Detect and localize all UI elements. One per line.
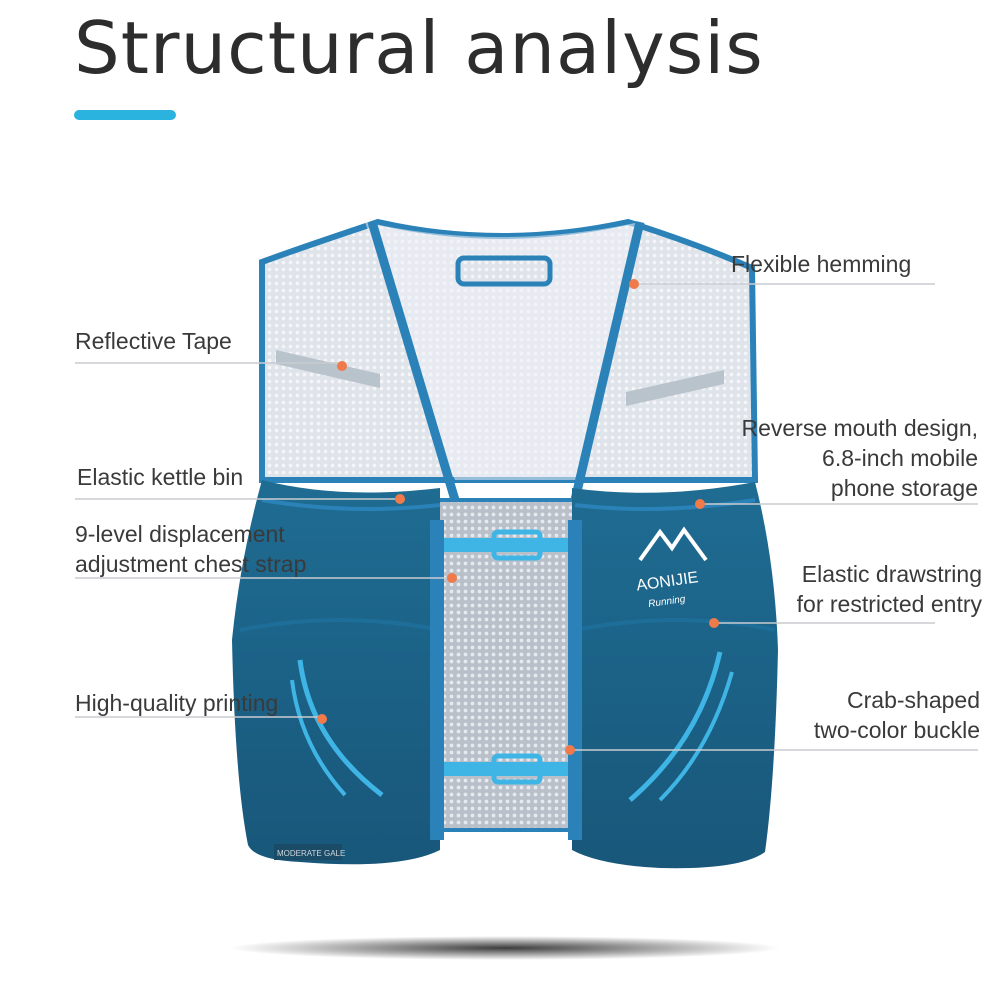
label-reverse-mouth-line1: Reverse mouth design,	[741, 415, 978, 441]
label-elastic-kettle: Elastic kettle bin	[77, 464, 244, 490]
marker-drawstring	[709, 618, 719, 628]
label-chest-strap: 9-level displacement adjustment chest st…	[75, 519, 306, 579]
label-flexible-hemming: Flexible hemming	[731, 251, 912, 277]
label-chest-strap-line2: adjustment chest strap	[75, 551, 307, 577]
marker-printing	[317, 714, 327, 724]
label-drawstring-line2: for restricted entry	[796, 591, 982, 617]
title-accent-bar	[74, 110, 176, 120]
ground-shadow	[230, 936, 780, 960]
chest-strap-lower	[444, 762, 568, 776]
brand-logo-sub: Running	[648, 594, 687, 610]
chest-strap-upper	[444, 538, 568, 552]
label-drawstring: Elastic drawstring for restricted entry	[797, 559, 982, 619]
left-front-panel	[232, 480, 440, 865]
chest-buckle-lower	[491, 753, 543, 785]
label-buckle-line1: Crab-shaped	[847, 687, 980, 713]
label-buckle: Crab-shaped two-color buckle	[814, 685, 980, 745]
marker-reflective-tape	[337, 361, 347, 371]
label-reverse-mouth: Reverse mouth design, 6.8-inch mobile ph…	[741, 413, 978, 503]
label-reverse-mouth-line2: 6.8-inch mobile	[822, 445, 978, 471]
page-title: Structural analysis	[74, 6, 764, 90]
reflective-tape-left	[276, 350, 380, 388]
svg-text:MODERATE GALE: MODERATE GALE	[277, 849, 345, 858]
label-reverse-mouth-line3: phone storage	[830, 475, 978, 501]
top-tab	[455, 255, 553, 287]
marker-chest-strap	[447, 573, 457, 583]
label-buckle-line2: two-color buckle	[813, 717, 980, 743]
marker-flexible-hemming	[629, 279, 639, 289]
marker-reverse-mouth	[695, 499, 705, 509]
label-drawstring-line1: Elastic drawstring	[801, 561, 982, 587]
brand-tag	[274, 844, 342, 860]
chest-buckle-upper	[491, 529, 543, 561]
brand-logo-mountains	[638, 526, 708, 562]
reflective-tape-right	[626, 370, 724, 406]
label-reflective-tape: Reflective Tape	[75, 328, 232, 354]
label-chest-strap-line1: 9-level displacement	[75, 521, 285, 547]
marker-buckle	[565, 745, 575, 755]
label-printing: High-quality printing	[75, 690, 279, 716]
marker-elastic-kettle	[395, 494, 405, 504]
right-front-panel	[572, 482, 778, 869]
